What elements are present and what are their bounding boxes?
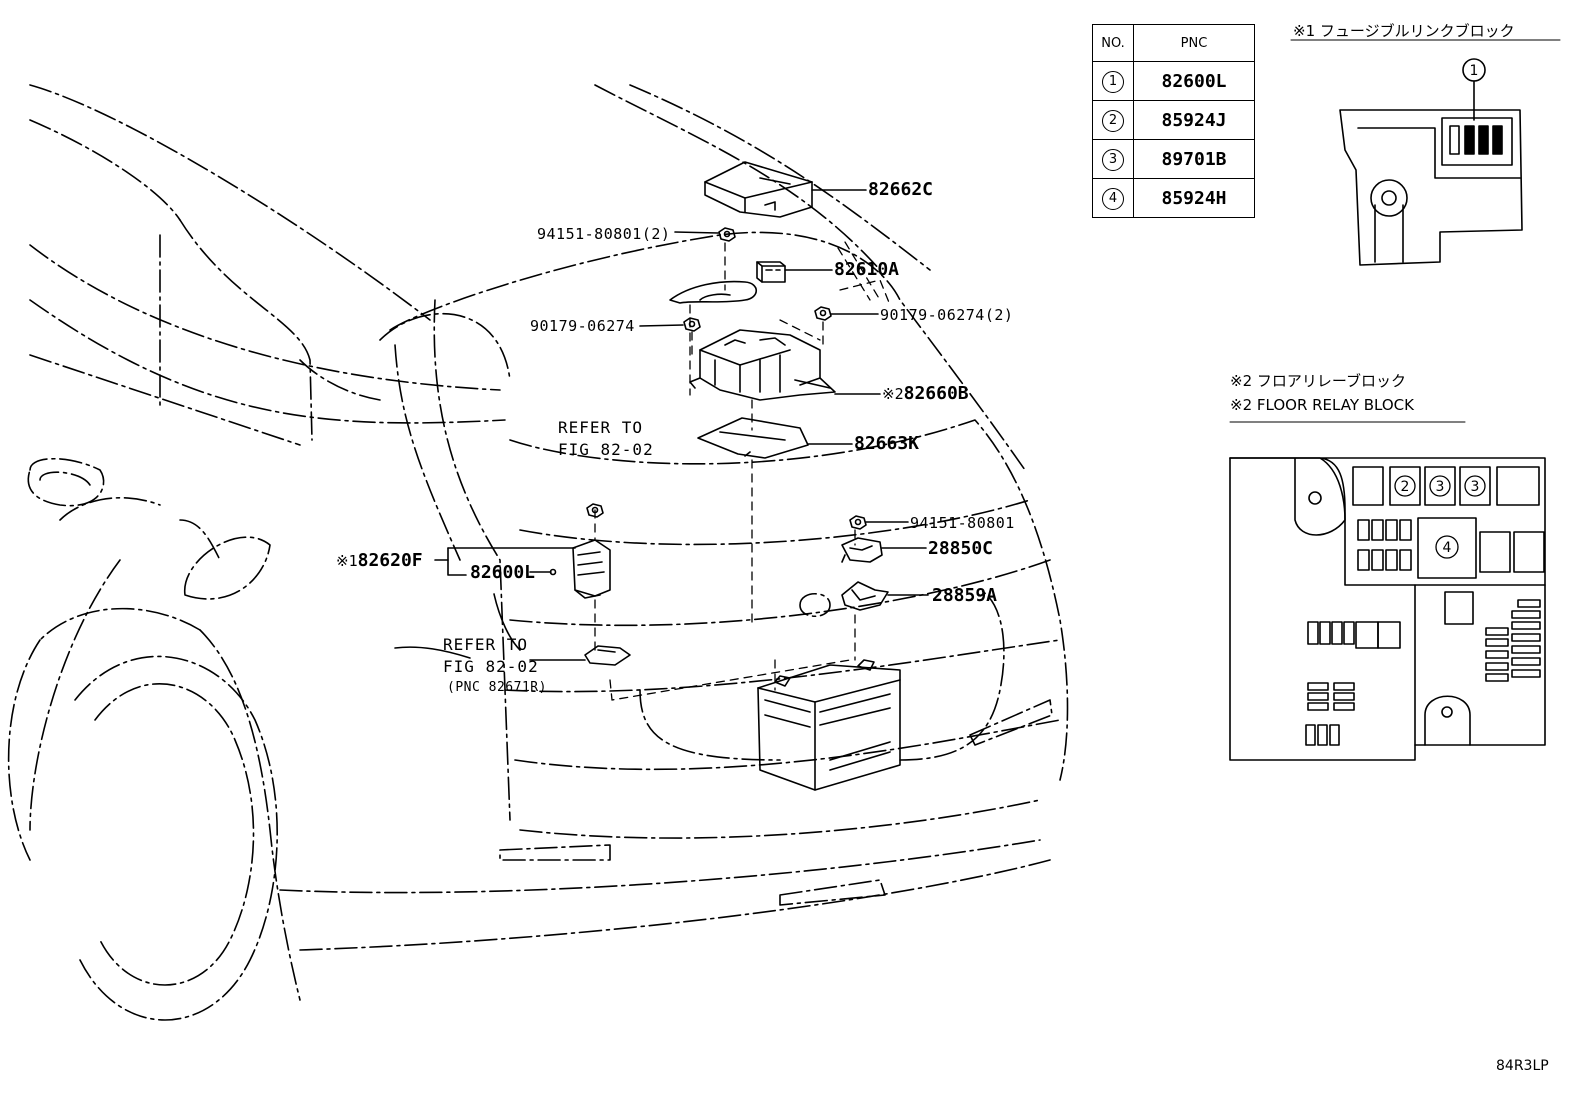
table-row: 1 82600L [1092, 61, 1255, 101]
nut-refer-top [586, 503, 604, 518]
table-row: 4 85924H [1092, 178, 1255, 218]
inset-fusible-link-block [1290, 39, 1561, 266]
inset-floor-relay-block [1229, 421, 1546, 761]
label-82663K[interactable]: 82663K [854, 433, 920, 454]
label-82660B[interactable]: 82660B [903, 383, 969, 404]
callout-4-text: 4 [1443, 540, 1452, 556]
refer-bottom-pnc[interactable]: (PNC 82671R) [447, 680, 547, 695]
inset2-title-en: ※2 FLOOR RELAY BLOCK [1230, 396, 1414, 414]
label-90179-06274-right[interactable]: 90179-06274(2) [880, 306, 1014, 324]
leader-refer-bottom-2 [394, 646, 471, 659]
label-82620F[interactable]: 82620F [357, 550, 423, 571]
row-pnc[interactable]: 82600L [1133, 61, 1255, 101]
leader-94151-top [674, 231, 719, 234]
nut-94151-top [718, 227, 736, 242]
leader-90179-left [639, 324, 684, 327]
relay-box-cover-82662C [704, 161, 813, 218]
floor-relay-block-82660B [689, 329, 836, 401]
label-28850C[interactable]: 28850C [928, 538, 994, 559]
refer-top-line2[interactable]: FIG 82-02 [558, 440, 654, 459]
row-number: 2 [1102, 109, 1124, 132]
callout-3a-text: 3 [1436, 479, 1445, 495]
table-row: 2 85924J [1092, 100, 1255, 140]
callout-2 [1394, 475, 1416, 497]
nut-90179-right [814, 306, 832, 321]
refer-bottom-line1[interactable]: REFER TO [443, 635, 529, 654]
row-pnc[interactable]: 85924J [1133, 100, 1255, 140]
bracket-82620F-82600L [434, 547, 576, 576]
refer-top-line1[interactable]: REFER TO [558, 418, 644, 437]
label-82600L[interactable]: 82600L [470, 562, 536, 583]
mark-1: ※1 [336, 552, 358, 570]
label-90179-06274-left[interactable]: 90179-06274 [530, 317, 635, 335]
row-number: 1 [1102, 70, 1124, 93]
battery [757, 659, 901, 791]
label-82610A[interactable]: 82610A [834, 259, 900, 280]
vehicle-body-outline [7, 84, 1069, 1021]
table-row: 3 89701B [1092, 139, 1255, 179]
mark-2: ※2 [882, 385, 904, 403]
label-94151-80801[interactable]: 94151-80801 [910, 514, 1015, 532]
inset2-title-jp: ※2 フロアリレーブロック [1230, 372, 1406, 390]
label-94151-80801-2[interactable]: 94151-80801(2) [537, 225, 671, 243]
nut-94151-right [849, 515, 867, 530]
relay-82610A [756, 261, 786, 283]
diagram-code: 84R3LP [1496, 1058, 1549, 1074]
label-82660B-group: ※282660B [882, 384, 969, 404]
battery-holder-28859A [841, 581, 889, 611]
row-pnc[interactable]: 85924H [1133, 178, 1255, 218]
callout-1-text: 1 [1470, 63, 1479, 79]
header-no: NO. [1092, 24, 1134, 62]
nut-90179-left [683, 317, 701, 332]
label-28859A[interactable]: 28859A [932, 585, 998, 606]
inset1-title: ※1 フュージブルリンクブロック [1293, 22, 1515, 40]
row-pnc[interactable]: 89701B [1133, 139, 1255, 179]
row-number: 4 [1102, 187, 1124, 210]
header-pnc: PNC [1133, 24, 1255, 62]
label-82662C[interactable]: 82662C [868, 179, 934, 200]
battery-clamp-28850C [841, 537, 883, 563]
lower-cover-82663K [697, 417, 809, 459]
callout-3b-text: 3 [1471, 479, 1480, 495]
bracket [669, 280, 758, 304]
pnc-table: NO. PNC 1 82600L 2 85924J 3 89701B 4 859… [1092, 24, 1255, 218]
row-number: 3 [1102, 148, 1124, 171]
refer-bottom-line2[interactable]: FIG 82-02 [443, 657, 539, 676]
clamp-82671R [584, 645, 631, 666]
label-82620F-group: ※182620F [336, 551, 423, 571]
assembly-lines [594, 241, 891, 701]
pnc-table-header: NO. PNC [1092, 24, 1255, 62]
callout-2-text: 2 [1401, 479, 1410, 495]
leader-refer-bottom [493, 593, 521, 651]
